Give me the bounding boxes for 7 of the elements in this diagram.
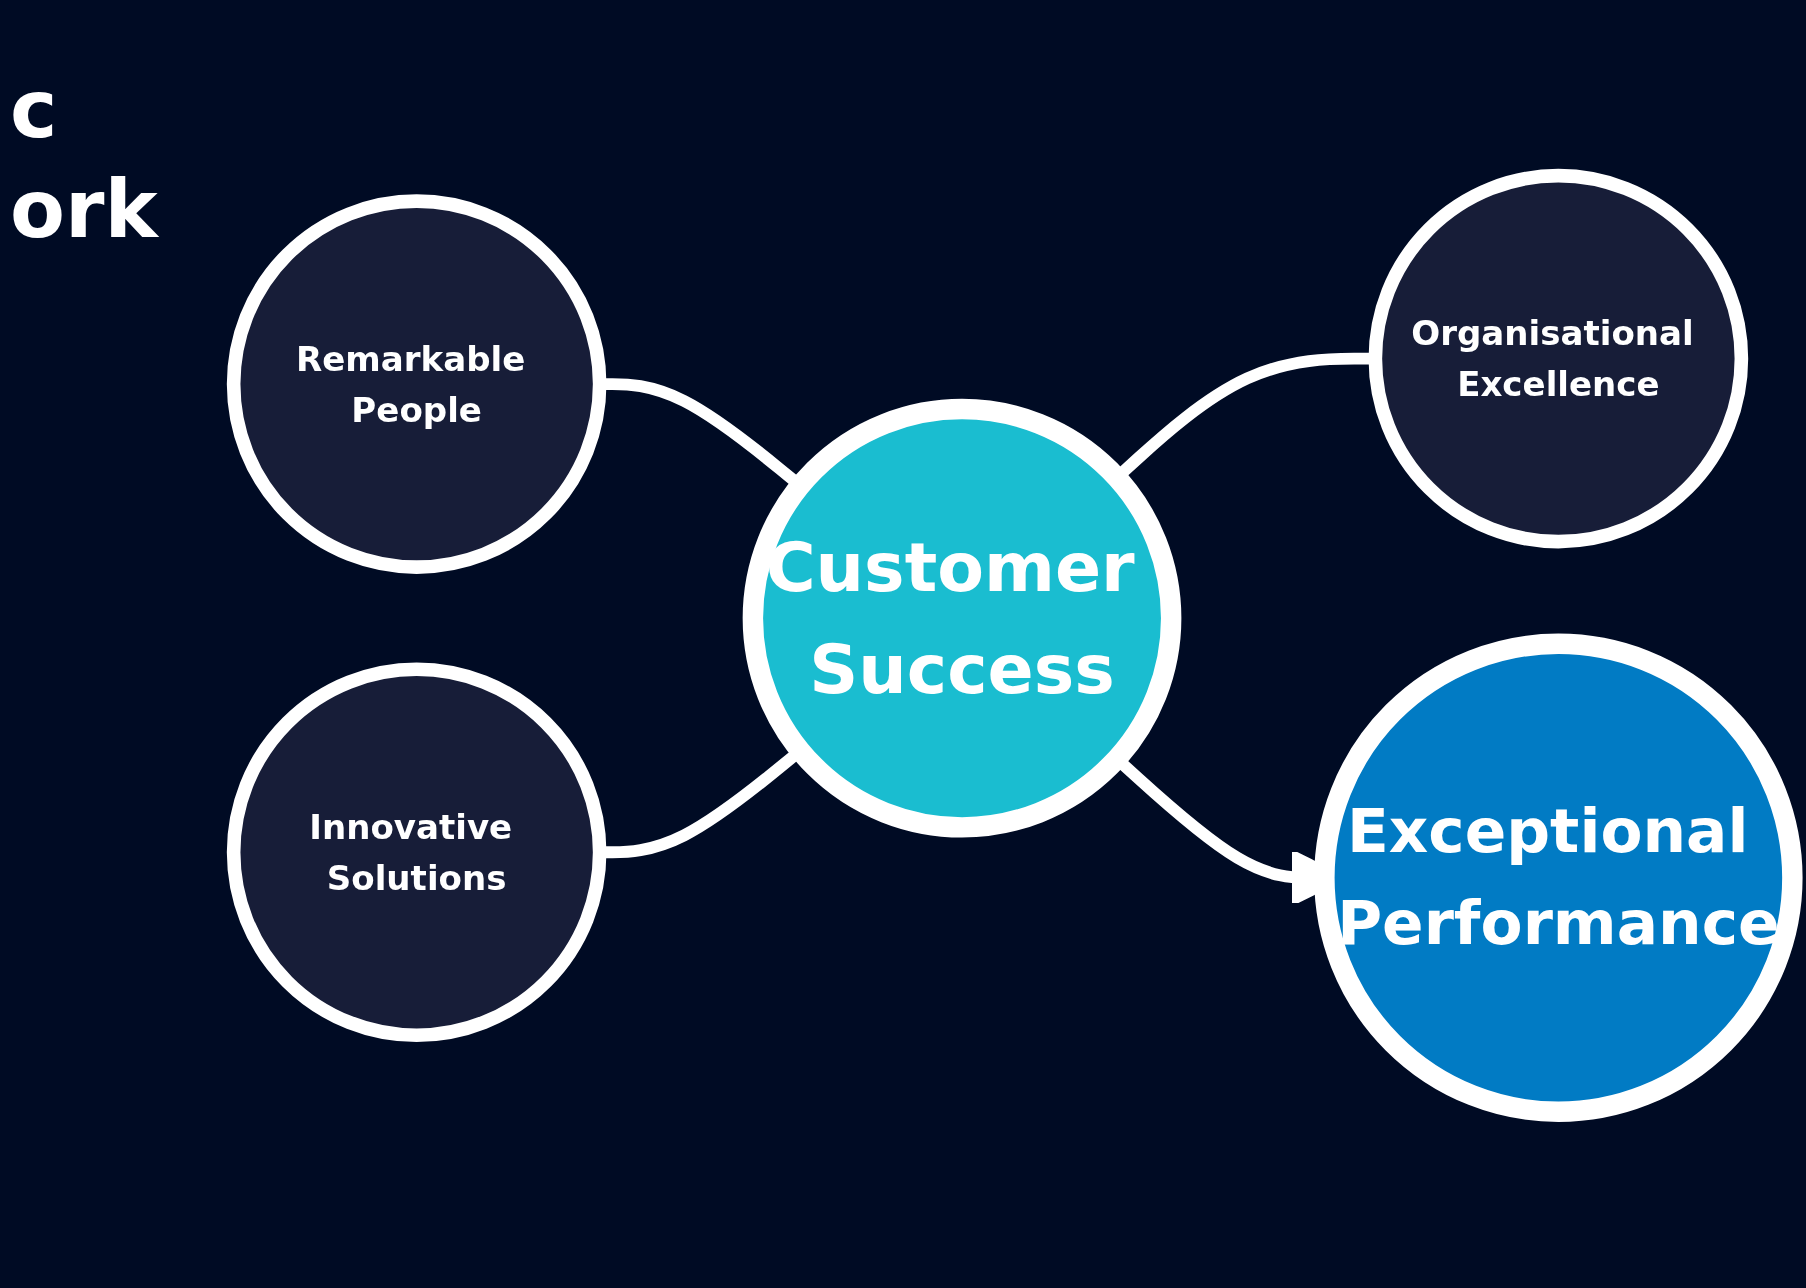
heading-text: c (10, 62, 58, 158)
node-circle: Exceptional Performance (1314, 633, 1803, 1123)
node-circle: Innovative Solutions (226, 662, 607, 1043)
node-circle: Customer Success (742, 399, 1182, 838)
heading-text: ork (10, 162, 158, 258)
node-circle: Remarkable People (226, 194, 607, 575)
node-circle: Organisational Excellence (1368, 169, 1749, 549)
